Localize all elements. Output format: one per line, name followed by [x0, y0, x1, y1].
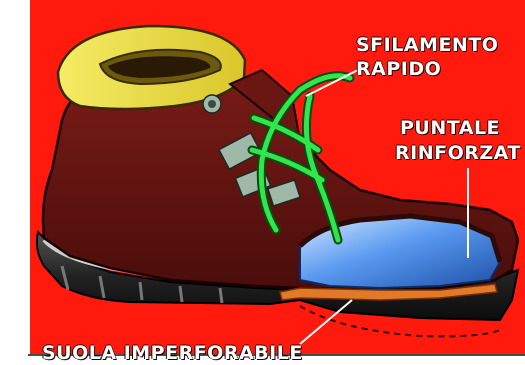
left-white-margin	[0, 0, 30, 365]
label-toe-cap-line2: RINFORZAT	[395, 142, 521, 164]
quick-release-ring	[208, 100, 216, 108]
label-quick-release-line2: RAPIDO	[356, 58, 441, 80]
label-toe-cap-line1: PUNTALE	[400, 117, 500, 139]
label-sole: SUOLA IMPERFORABILE	[42, 342, 303, 364]
label-quick-release-line1: SFILAMENTO	[356, 34, 498, 56]
